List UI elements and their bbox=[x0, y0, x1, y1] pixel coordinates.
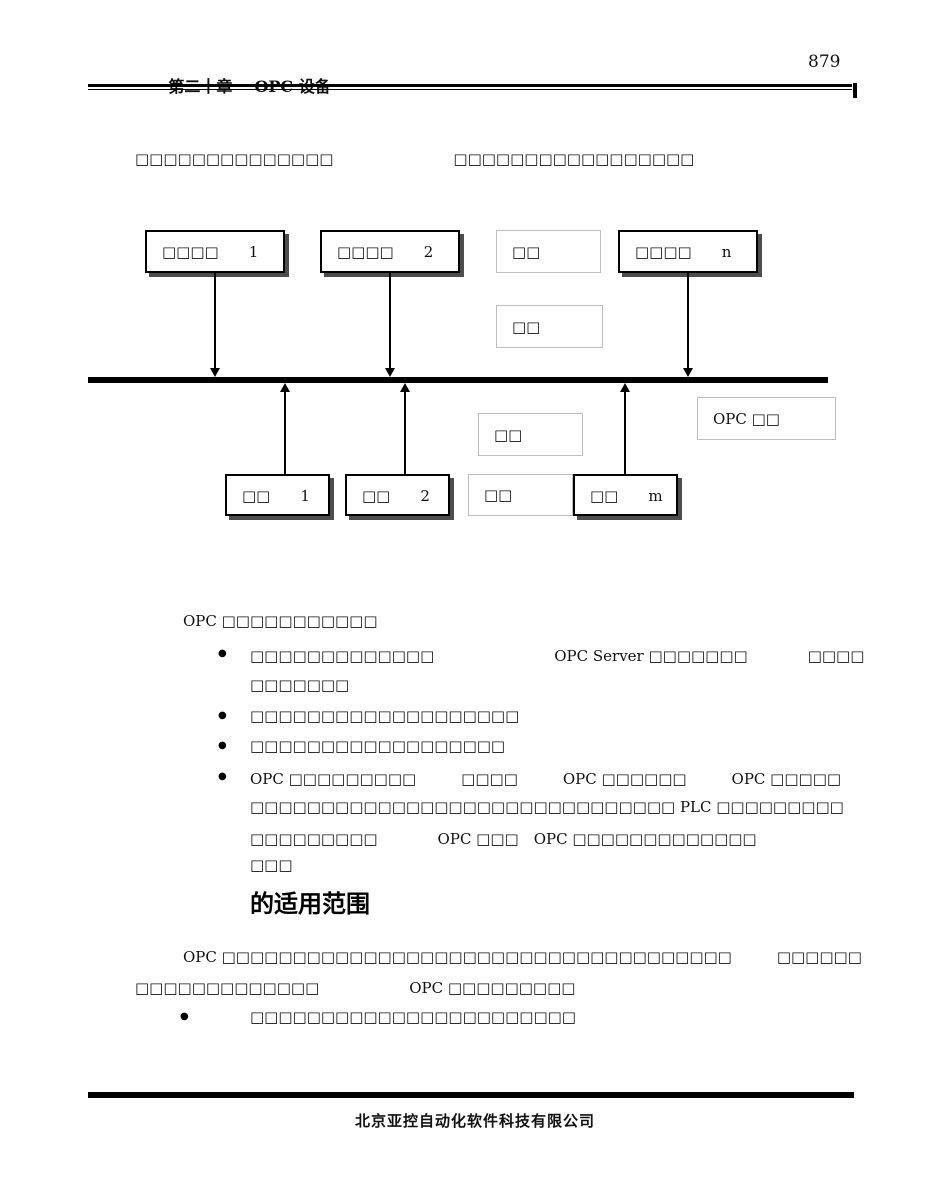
intro-paragraph: □□□□□□□□□□□□□□ □□□□□□□□□□□□□□□□□ bbox=[135, 150, 695, 168]
bus-line bbox=[88, 377, 828, 383]
arrow-up-1 bbox=[280, 383, 290, 475]
footer-rule bbox=[88, 1092, 854, 1098]
arrow-down-n bbox=[683, 273, 693, 377]
feature-item-2: □□□□□□□□□□□□□□□□□□□ bbox=[250, 707, 520, 725]
device-box-1: □□ 1 bbox=[225, 474, 330, 516]
arrow-shaft bbox=[404, 392, 406, 475]
ellipsis-box-bottom: □□ bbox=[468, 474, 573, 516]
feature-item-1-line-1: □□□□□□□□□□□□□ OPC Server □□□□□□□ □□□□ bbox=[250, 647, 865, 665]
header-rule-end-tick bbox=[853, 83, 857, 98]
arrowhead-up-icon bbox=[400, 383, 410, 392]
arrowhead-down-icon bbox=[683, 368, 693, 377]
scope-paragraph-line-1: OPC □□□□□□□□□□□□□□□□□□□□□□□□□□□□□□□□□□□□… bbox=[183, 948, 862, 966]
ellipsis-box-lower: □□ bbox=[478, 413, 583, 456]
section-heading: 的适用范围 bbox=[250, 890, 370, 918]
arrow-down-1 bbox=[210, 273, 220, 377]
feature-item-3: □□□□□□□□□□□□□□□□□□ bbox=[250, 737, 506, 755]
app-box-n: □□□□ n bbox=[618, 230, 758, 273]
scope-bullet-item: □□□□□□□□□□□□□□□□□□□□□□□ bbox=[250, 1008, 576, 1026]
device-box-2: □□ 2 bbox=[345, 474, 450, 516]
page-number: 879 bbox=[808, 52, 841, 72]
bullet-icon: ● bbox=[218, 740, 227, 751]
feature-item-4-line-4: □□□ bbox=[250, 856, 293, 874]
arrow-up-m bbox=[620, 383, 630, 475]
bullet-icon: ● bbox=[180, 1011, 189, 1022]
arrow-shaft bbox=[284, 392, 286, 475]
arrow-down-2 bbox=[385, 273, 395, 377]
footer-company-name: 北京亚控自动化软件科技有限公司 bbox=[354, 1112, 595, 1130]
arrow-shaft bbox=[687, 273, 689, 368]
device-box-m: □□ m bbox=[573, 474, 678, 516]
app-box-1: □□□□ 1 bbox=[145, 230, 285, 273]
arrow-shaft bbox=[389, 273, 391, 368]
scope-paragraph-line-2: □□□□□□□□□□□□□ OPC □□□□□□□□□ bbox=[135, 979, 576, 997]
bullet-icon: ● bbox=[218, 771, 227, 782]
arrow-shaft bbox=[624, 392, 626, 475]
feature-item-4-line-1: OPC □□□□□□□□□ □□□□ OPC □□□□□□ OPC □□□□□ bbox=[250, 770, 842, 788]
feature-item-1-line-2: □□□□□□□ bbox=[250, 676, 350, 694]
app-box-2: □□□□ 2 bbox=[320, 230, 460, 273]
header-rule-thin bbox=[88, 89, 852, 90]
bullet-icon: ● bbox=[218, 648, 227, 659]
feature-item-4-line-2: □□□□□□□□□□□□□□□□□□□□□□□□□□□□□□ PLC □□□□□… bbox=[250, 798, 844, 816]
opc-bus-label: OPC □□ bbox=[697, 397, 836, 440]
arrowhead-down-icon bbox=[385, 368, 395, 377]
arrowhead-down-icon bbox=[210, 368, 220, 377]
bullet-icon: ● bbox=[218, 710, 227, 721]
features-lead: OPC □□□□□□□□□□□ bbox=[183, 612, 378, 630]
feature-item-4-line-3: □□□□□□□□□ OPC □□□ OPC □□□□□□□□□□□□□ bbox=[250, 830, 757, 848]
ellipsis-box-top: □□ bbox=[496, 230, 601, 273]
arrowhead-up-icon bbox=[620, 383, 630, 392]
arrow-up-2 bbox=[400, 383, 410, 475]
arrowhead-up-icon bbox=[280, 383, 290, 392]
header-rule-thick bbox=[88, 84, 852, 87]
arrow-shaft bbox=[214, 273, 216, 368]
ellipsis-box-mid: □□ bbox=[496, 305, 603, 348]
